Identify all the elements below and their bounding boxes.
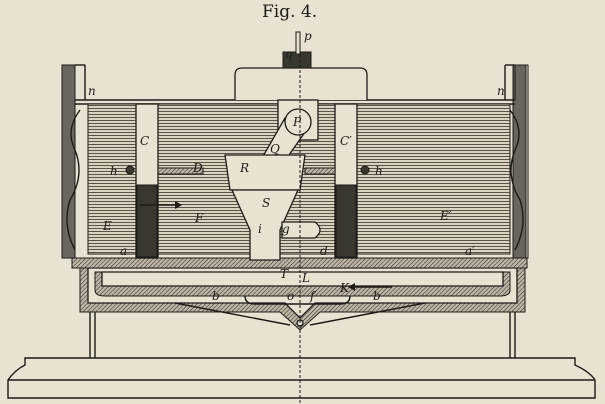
outer-casing — [61, 64, 529, 259]
label-n-right: n — [497, 84, 505, 98]
label-o: o — [287, 289, 294, 303]
label-a: a — [120, 244, 127, 258]
label-b-left: b — [212, 289, 220, 303]
label-f: f — [309, 289, 317, 303]
label-F: F — [194, 211, 204, 225]
lower-tank — [79, 267, 526, 331]
label-p: p — [304, 29, 312, 43]
screw-h-right — [360, 165, 370, 175]
label-K: K — [339, 281, 350, 295]
flow-arrow-in — [140, 201, 182, 209]
slider-body — [224, 154, 321, 261]
flow-arrow-out — [348, 283, 392, 291]
label-Q: Q — [270, 142, 280, 156]
label-E-prime: E′ — [439, 209, 452, 223]
label-D: D — [192, 161, 203, 175]
partition-c-shade — [136, 184, 158, 258]
rod-d — [157, 167, 204, 175]
label-h-left: h — [110, 164, 118, 178]
label-g: g — [282, 222, 290, 236]
rod-right — [304, 167, 336, 175]
label-L: L — [301, 271, 310, 285]
screw-h-left — [125, 165, 135, 175]
label-R: R — [239, 161, 249, 175]
figure-title: Fig. 4. — [262, 2, 318, 22]
label-E: E — [102, 219, 112, 233]
label-h-right: h — [375, 164, 383, 178]
label-S: S — [262, 196, 270, 210]
label-i: i — [258, 222, 262, 236]
label-T: T — [280, 267, 289, 281]
label-n-left: n — [88, 84, 96, 98]
label-d: d — [320, 244, 328, 258]
label-q: q — [285, 47, 293, 61]
label-C: C — [140, 134, 149, 148]
label-C-prime: C′ — [340, 134, 352, 148]
partition-c-prime-shade — [335, 184, 357, 258]
label-P: P — [292, 115, 302, 129]
label-b-right: b — [373, 289, 381, 303]
label-a-prime: a′ — [465, 244, 475, 258]
pedestal-base — [7, 310, 596, 399]
